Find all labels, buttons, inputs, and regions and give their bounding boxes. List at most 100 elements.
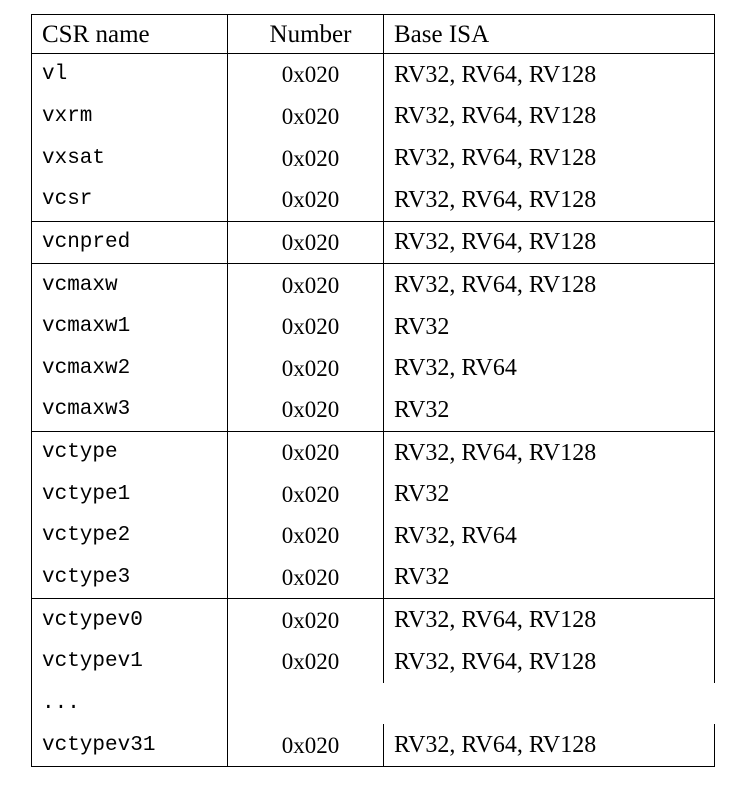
cell-csr-name: vcnpred (31, 220, 228, 264)
cell-csr-number: 0x020 (227, 556, 384, 599)
base-isa-text: RV32, RV64, RV128 (394, 272, 597, 299)
cell-base-isa: RV32, RV64, RV128 (383, 430, 715, 474)
table-row: vctype 0x020 RV32, RV64, RV128 (31, 430, 715, 474)
csr-name-text: vcnpred (42, 230, 131, 254)
base-isa-text: RV32, RV64, RV128 (394, 229, 597, 256)
cell-csr-number: 0x020 (227, 95, 384, 138)
table-row: vcnpred 0x020 RV32, RV64, RV128 (31, 220, 715, 264)
csr-number-text: 0x020 (281, 145, 340, 171)
cell-base-isa: RV32, RV64, RV128 (383, 598, 715, 641)
cell-base-isa: RV32 (383, 556, 715, 599)
cell-csr-number: 0x020 (227, 220, 384, 264)
csr-name-text: vcsr (42, 188, 93, 212)
cell-csr-number: 0x020 (227, 640, 384, 683)
csr-name-text: vcmaxw2 (42, 356, 131, 380)
column-header-csr-name: CSR name (31, 14, 228, 54)
cell-csr-name: vctype2 (31, 515, 228, 557)
column-header-number: Number (227, 14, 384, 54)
cell-base-isa: RV32, RV64, RV128 (383, 53, 715, 96)
cell-csr-name: vxrm (31, 95, 228, 138)
csr-number-text: 0x020 (281, 272, 340, 298)
base-isa-text: RV32, RV64, RV128 (394, 61, 597, 88)
base-isa-text: RV32, RV64, RV128 (394, 732, 597, 759)
csr-name-text: vcmaxw (42, 273, 118, 297)
base-isa-text: RV32 (394, 313, 450, 340)
csr-name-text: vxrm (42, 104, 93, 128)
cell-csr-name: vctype1 (31, 473, 228, 516)
csr-number-text: 0x020 (281, 229, 340, 255)
csr-name-text: vctypev1 (42, 650, 143, 674)
cell-csr-number: 0x020 (227, 724, 384, 768)
csr-number-text: 0x020 (281, 440, 340, 466)
cell-csr-name: vl (31, 53, 228, 96)
cell-csr-number: 0x020 (227, 305, 384, 348)
base-isa-text: RV32 (394, 396, 450, 423)
csr-number-text: 0x020 (281, 397, 340, 423)
table-row: ... (31, 682, 715, 725)
table-row: vcmaxw3 0x020 RV32 (31, 389, 715, 432)
cell-csr-number: 0x020 (227, 430, 384, 474)
cell-csr-name: vctype3 (31, 556, 228, 599)
table-header-row: CSR name Number Base ISA (31, 14, 715, 54)
cell-csr-name: vcmaxw3 (31, 389, 228, 432)
csr-name-text: vl (42, 63, 68, 87)
cell-base-isa: RV32, RV64, RV128 (383, 137, 715, 179)
base-isa-text: RV32, RV64, RV128 (394, 607, 597, 634)
cell-csr-number: 0x020 (227, 389, 384, 432)
cell-csr-number (227, 682, 384, 725)
csr-number-text: 0x020 (281, 187, 340, 213)
cell-base-isa: RV32, RV64, RV128 (383, 263, 715, 306)
base-isa-text: RV32, RV64, RV128 (394, 145, 597, 172)
cell-csr-name: vcmaxw1 (31, 305, 228, 348)
cell-base-isa: RV32 (383, 473, 715, 516)
cell-csr-name: vcsr (31, 178, 228, 222)
csr-name-text: vctype1 (42, 482, 131, 506)
base-isa-text: RV32, RV64, RV128 (394, 103, 597, 130)
cell-base-isa: RV32 (383, 389, 715, 432)
base-isa-text: RV32 (394, 564, 450, 591)
table-row: vctypev0 0x020 RV32, RV64, RV128 (31, 598, 715, 641)
cell-csr-number: 0x020 (227, 137, 384, 179)
cell-base-isa: RV32, RV64 (383, 515, 715, 557)
base-isa-text: RV32, RV64, RV128 (394, 186, 597, 213)
base-isa-text: RV32, RV64, RV128 (394, 648, 597, 675)
cell-csr-name-ellipsis: ... (31, 682, 228, 725)
cell-csr-name: vxsat (31, 137, 228, 179)
cell-base-isa (383, 682, 715, 725)
csr-number-text: 0x020 (281, 564, 340, 590)
cell-csr-number: 0x020 (227, 347, 384, 390)
cell-csr-number: 0x020 (227, 53, 384, 96)
table-row: vcmaxw 0x020 RV32, RV64, RV128 (31, 263, 715, 306)
csr-number-text: 0x020 (281, 523, 340, 549)
cell-base-isa: RV32, RV64, RV128 (383, 220, 715, 264)
csr-number-text: 0x020 (281, 732, 340, 758)
csr-name-text: vctype (42, 441, 118, 465)
base-isa-text: RV32, RV64 (394, 355, 517, 382)
cell-base-isa: RV32 (383, 305, 715, 348)
cell-csr-name: vctypev0 (31, 598, 228, 641)
csr-number-text: 0x020 (281, 103, 340, 129)
base-isa-text: RV32, RV64, RV128 (394, 439, 597, 466)
csr-name-text: vcmaxw3 (42, 398, 131, 422)
csr-number-text: 0x020 (281, 314, 340, 340)
cell-csr-name: vctypev1 (31, 640, 228, 683)
cell-csr-number: 0x020 (227, 178, 384, 222)
cell-csr-number: 0x020 (227, 263, 384, 306)
table-row: vctype2 0x020 RV32, RV64 (31, 515, 715, 557)
cell-csr-name: vctype (31, 430, 228, 474)
table-row: vxsat 0x020 RV32, RV64, RV128 (31, 137, 715, 179)
csr-number-text: 0x020 (281, 649, 340, 675)
cell-csr-number: 0x020 (227, 515, 384, 557)
csr-name-text: vctypev0 (42, 608, 143, 632)
cell-csr-number: 0x020 (227, 598, 384, 641)
cell-csr-name: vcmaxw2 (31, 347, 228, 390)
csr-name-text: vctype3 (42, 565, 131, 589)
table-row: vctypev1 0x020 RV32, RV64, RV128 (31, 640, 715, 683)
csr-number-text: 0x020 (281, 62, 340, 88)
cell-csr-number: 0x020 (227, 473, 384, 516)
